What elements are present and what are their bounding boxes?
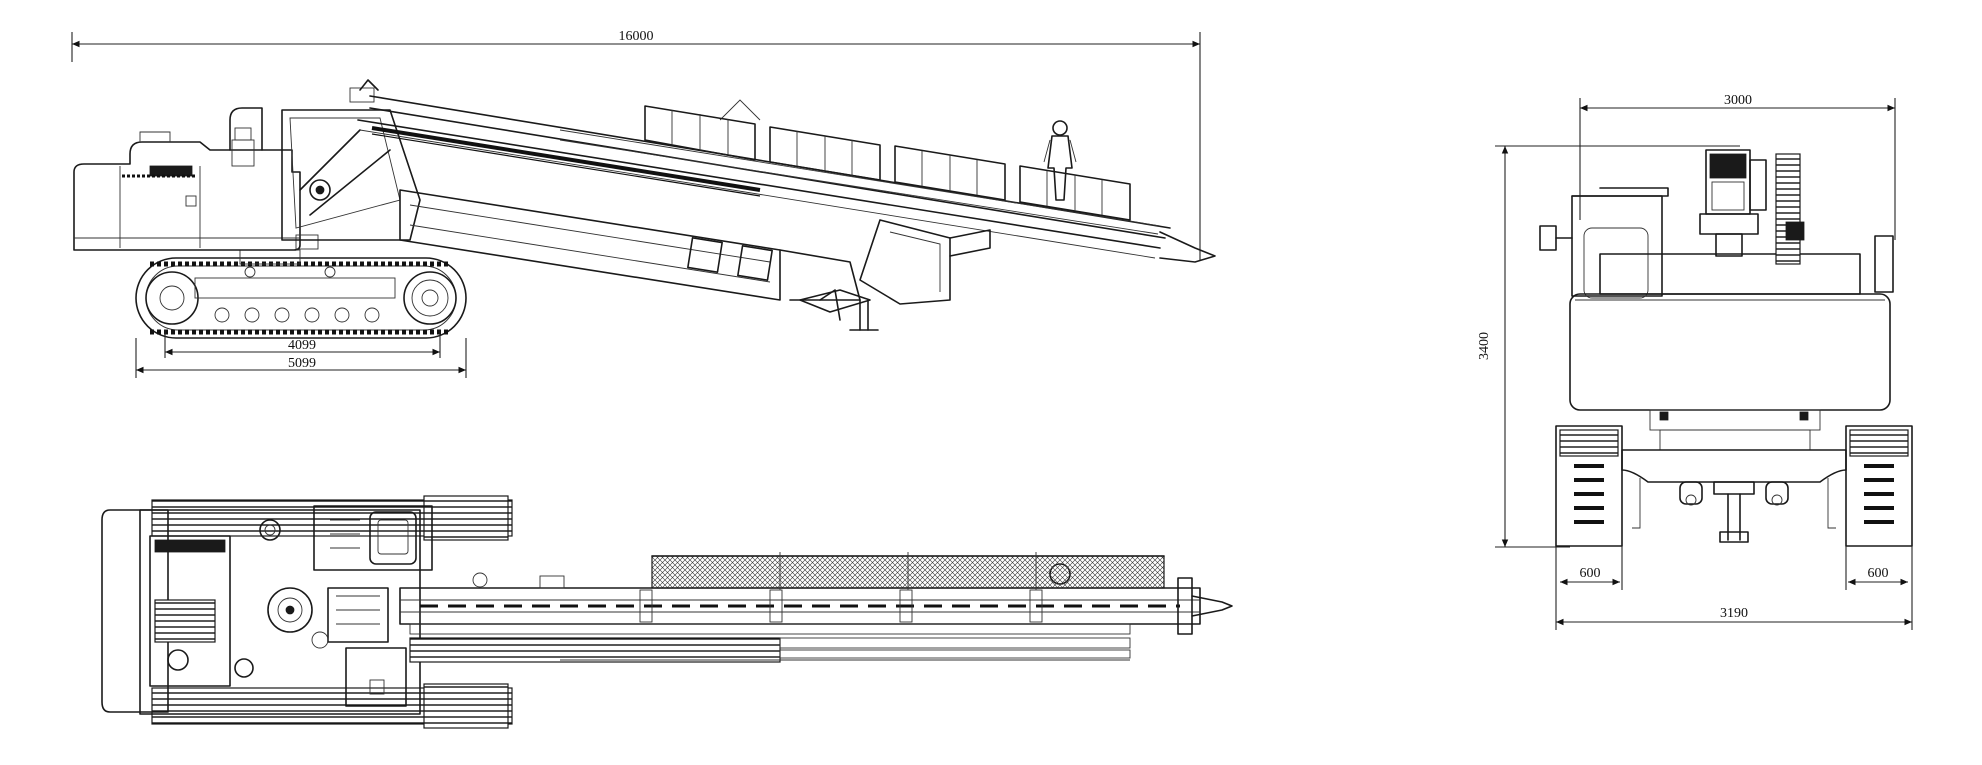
plan-body — [101, 505, 433, 715]
dimension-front-height: 3400 — [1477, 145, 1740, 548]
dim-label-4099: 4099 — [288, 338, 316, 353]
side-mast-support — [281, 79, 421, 241]
plan-rod-rack — [651, 552, 1165, 590]
dimension-front-bottom: 600 600 3190 — [1555, 546, 1913, 630]
front-tracks — [1555, 425, 1913, 547]
top-view — [101, 495, 1233, 729]
front-drill-head — [1699, 149, 1805, 265]
plan-rod-storage — [409, 623, 1131, 663]
dim-label-3190: 3190 — [1720, 606, 1748, 621]
side-view: 16000 409 — [71, 29, 1216, 378]
dim-label-600-left: 600 — [1580, 566, 1601, 581]
dim-label-16000: 16000 — [619, 29, 654, 44]
front-undercarriage — [1621, 449, 1847, 543]
dimension-front-top-width: 3000 — [1579, 93, 1896, 240]
side-lower-carriage — [399, 189, 991, 331]
front-body — [1539, 187, 1894, 451]
dimension-side-total-length: 16000 — [71, 29, 1201, 260]
side-upper-body — [73, 107, 319, 251]
dim-label-3000: 3000 — [1724, 93, 1752, 108]
dim-label-600-right: 600 — [1868, 566, 1889, 581]
side-rod-racks — [559, 105, 1161, 235]
operator-figure — [1043, 120, 1077, 201]
dim-label-5099: 5099 — [288, 356, 316, 371]
plan-tracks — [151, 495, 513, 729]
dimension-side-track: 4099 5099 — [135, 330, 467, 378]
dim-label-3400: 3400 — [1477, 332, 1492, 360]
side-drill-mast — [357, 95, 1216, 263]
side-crawler-track — [135, 249, 467, 339]
front-view: 3000 3400 — [1477, 93, 1913, 630]
